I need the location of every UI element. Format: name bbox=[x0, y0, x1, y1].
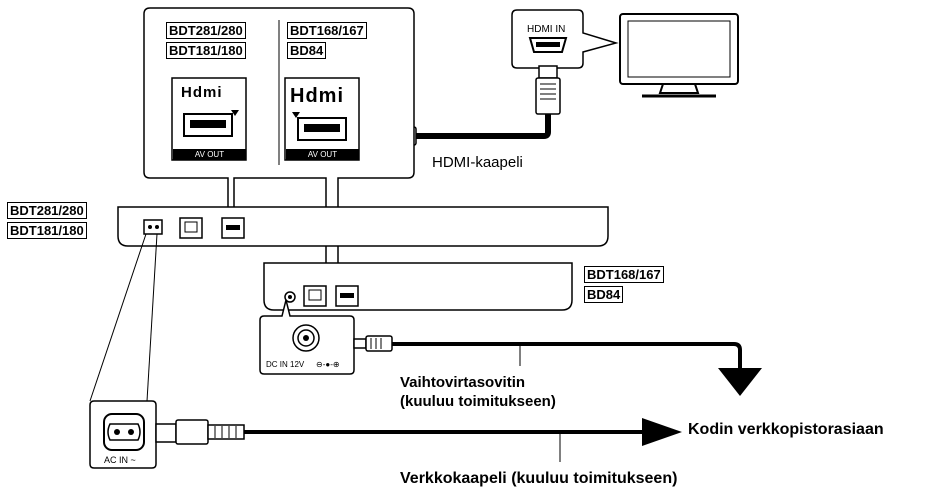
ac-in-label: AC IN ~ bbox=[104, 455, 136, 465]
adapter-label-line2: (kuuluu toimitukseen) bbox=[400, 393, 556, 410]
av-out-label-b: AV OUT bbox=[286, 149, 359, 160]
model-label-bdt168-player: BDT168/167 bbox=[584, 266, 664, 283]
dc-in-label: DC IN 12V bbox=[266, 360, 305, 369]
mains-cord-callout bbox=[89, 233, 158, 469]
dc-polarity-symbol: ⊖-●-⊕ bbox=[316, 360, 340, 369]
mains-cable-label: Verkkokaapeli (kuuluu toimitukseen) bbox=[400, 470, 678, 487]
model-label-bdt281-player: BDT281/280 bbox=[7, 202, 87, 219]
model-label-bdt168-top: BDT168/167 bbox=[287, 22, 367, 39]
model-label-bd84-top: BD84 bbox=[287, 42, 327, 59]
hdmi-in-callout bbox=[511, 9, 619, 69]
hdmi-in-label: HDMI IN bbox=[527, 24, 566, 35]
player-a bbox=[117, 206, 609, 247]
tv-icon bbox=[619, 13, 739, 98]
mains-cable bbox=[155, 418, 682, 462]
model-label-bdt281-top: BDT281/280 bbox=[166, 22, 246, 39]
ac-adapter-cable bbox=[353, 335, 762, 396]
av-out-label-a: AV OUT bbox=[173, 149, 246, 160]
model-label-bdt181-player: BDT181/180 bbox=[7, 222, 87, 239]
model-label-bd84-player: BD84 bbox=[584, 286, 624, 303]
dc-in-callout bbox=[259, 299, 355, 375]
hdmi-logo-large: Hdmi bbox=[290, 85, 344, 107]
adapter-label-line1: Vaihtovirtasovitin bbox=[400, 374, 526, 391]
hdmi-port-group-a bbox=[171, 77, 247, 161]
outlet-label: Kodin verkkopistorasiaan bbox=[688, 421, 884, 438]
hdmi-cable-label: HDMI-kaapeli bbox=[432, 154, 523, 171]
hdmi-logo-small: Hdmi bbox=[181, 84, 223, 101]
hdmi-port-group-b bbox=[284, 77, 360, 161]
player-b bbox=[263, 262, 573, 311]
model-label-bdt181-top: BDT181/180 bbox=[166, 42, 246, 59]
